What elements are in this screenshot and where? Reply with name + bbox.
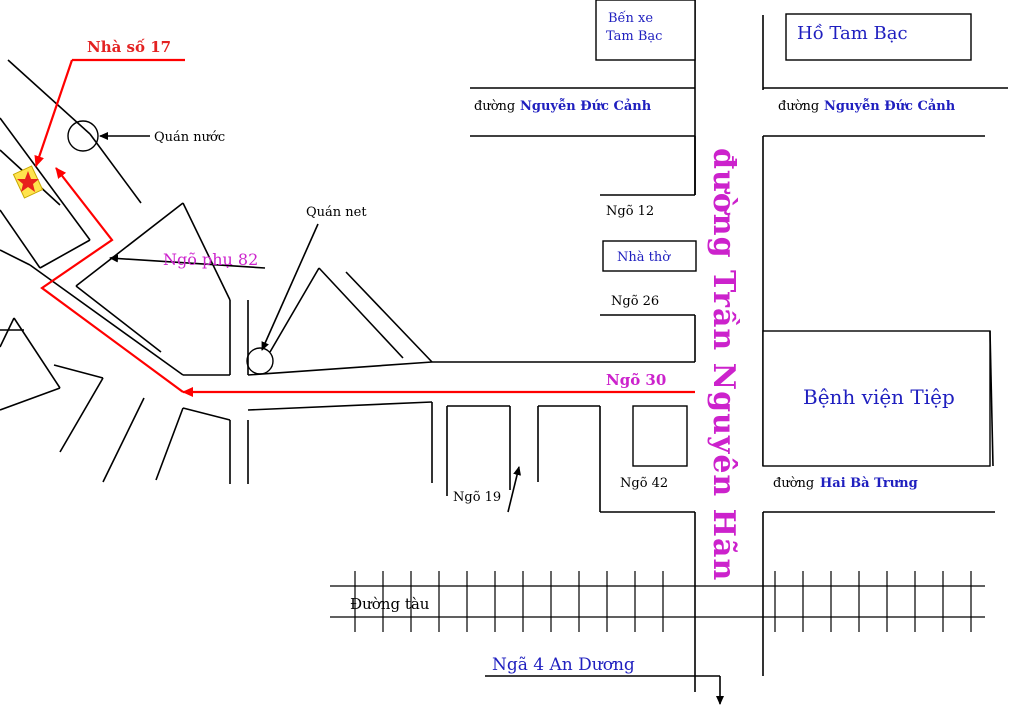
lake-label: Hồ Tam Bạc bbox=[797, 23, 908, 44]
alley-19-pointer bbox=[507, 466, 521, 513]
net-cafe-label: Quán net bbox=[306, 205, 367, 220]
left-side-alleys bbox=[432, 194, 695, 363]
star-icon bbox=[12, 165, 44, 199]
church-block bbox=[602, 240, 697, 272]
left-road-network bbox=[0, 59, 433, 484]
alley-30-label: Ngõ 30 bbox=[606, 371, 666, 389]
net-cafe-marker bbox=[246, 347, 274, 375]
railway-label: Đường tàu bbox=[350, 595, 430, 613]
hospital-label: Bệnh viện Tiệp bbox=[803, 385, 955, 409]
route-segment-side-alley bbox=[40, 167, 184, 393]
bus-station-label-1: Bến xe bbox=[608, 10, 653, 26]
alley-19-label: Ngõ 19 bbox=[453, 490, 501, 505]
railway-track bbox=[330, 571, 985, 632]
bus-station-block bbox=[595, 0, 696, 61]
hbt-name: Hai Bà Trưng bbox=[820, 476, 918, 491]
street-name-left: Nguyễn Đức Cảnh bbox=[520, 98, 652, 114]
net-cafe-pointer bbox=[261, 223, 319, 351]
side-alley-pointer bbox=[109, 254, 266, 269]
alley-12-label: Ngõ 12 bbox=[606, 204, 654, 219]
alley-42-label: Ngõ 42 bbox=[620, 476, 668, 491]
side-alley-label: Ngõ phụ 82 bbox=[163, 250, 258, 269]
lake-block bbox=[785, 13, 972, 61]
church-label: Nhà thờ bbox=[617, 250, 671, 265]
ngo-30-south-edge bbox=[247, 401, 695, 513]
destination-pointer bbox=[34, 59, 74, 167]
bus-station-label-2: Tam Bạc bbox=[606, 29, 662, 44]
tea-shop-label: Quán nước bbox=[154, 130, 225, 145]
street-name-right: Nguyễn Đức Cảnh bbox=[824, 98, 956, 114]
hospital-block bbox=[762, 330, 991, 467]
alley-26-label: Ngõ 26 bbox=[611, 294, 659, 309]
hbt-prefix: đường bbox=[773, 476, 814, 491]
tea-shop-marker bbox=[67, 120, 99, 152]
street-prefix-left: đường bbox=[474, 99, 515, 114]
block-ngo-42 bbox=[632, 405, 688, 467]
street-prefix-right: đường bbox=[778, 99, 819, 114]
nguyen-duc-canh-street bbox=[470, 87, 1008, 195]
destination-label: Nhà số 17 bbox=[87, 38, 171, 56]
intersection-label: Ngã 4 An Dương bbox=[492, 655, 635, 675]
main-street-label: đường Trần Nguyên Hãn bbox=[706, 148, 741, 581]
